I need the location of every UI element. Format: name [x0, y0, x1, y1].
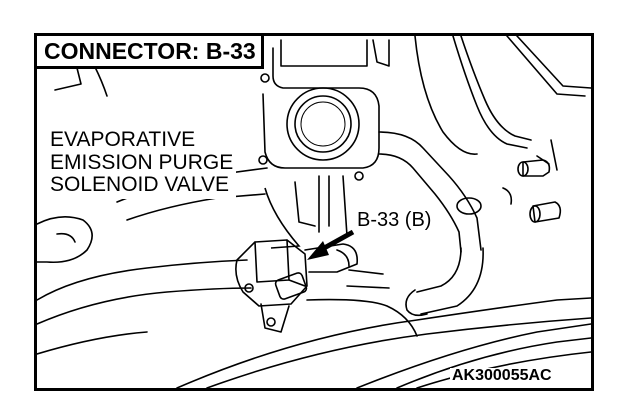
intake-hose-illustration: [378, 131, 484, 317]
upper-right-pipes-illustration: [414, 36, 591, 171]
diagram-frame: CONNECTOR: B-33 EVAPORATIVE EMISSION PUR…: [34, 33, 594, 391]
right-fittings-illustration: [502, 159, 562, 223]
callout-line-3: SOLENOID VALVE: [50, 173, 229, 197]
connector-arrow: [307, 229, 355, 260]
callout-leader-line: [264, 187, 301, 249]
callout-line-1: EVAPORATIVE: [50, 128, 196, 151]
component-callout-label: EVAPORATIVE EMISSION PURGE SOLENOID VALV…: [47, 128, 237, 200]
figure-code: AK300055AC: [450, 367, 554, 384]
throttle-body-illustration: [258, 39, 390, 237]
connector-title: CONNECTOR: B-33: [37, 36, 264, 70]
lower-lines-illustration: [37, 297, 591, 388]
connector-label: B-33 (B): [355, 209, 434, 231]
callout-line-2: EMISSION PURGE: [50, 150, 234, 174]
engine-line-drawing: [37, 36, 591, 388]
solenoid-valve-illustration: [235, 239, 390, 333]
